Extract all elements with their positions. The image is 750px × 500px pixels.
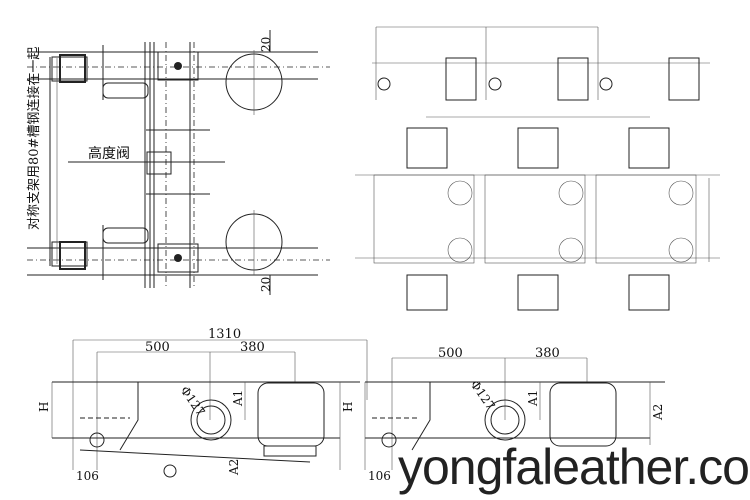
note-vertical-text: 对称支架用80#槽钢连接在一起 bbox=[26, 47, 42, 230]
a1-label-right: A1 bbox=[526, 390, 540, 407]
side-view-right bbox=[364, 357, 665, 470]
a2-label-left: A2 bbox=[227, 459, 241, 476]
diameter-right: Φ127 bbox=[468, 378, 498, 413]
dim-106-right: 106 bbox=[368, 469, 391, 483]
a2-label-right: A2 bbox=[651, 404, 665, 421]
h-label-left: H bbox=[37, 402, 51, 412]
dim-500-right: 500 bbox=[438, 346, 463, 361]
plan-view-single-axle bbox=[27, 30, 330, 295]
dim-380-left: 380 bbox=[240, 340, 265, 355]
dim-1310: 1310 bbox=[208, 327, 241, 342]
dim-bottom-20: 20 bbox=[259, 277, 273, 292]
h-label-right: H bbox=[341, 402, 355, 412]
tri-axle-drawing bbox=[355, 26, 720, 311]
dim-top-20: 20 bbox=[259, 37, 273, 52]
a1-label-left: A1 bbox=[231, 390, 245, 407]
watermark-text: yongfaleather.co bbox=[398, 439, 750, 495]
dim-106-left: 106 bbox=[76, 469, 99, 483]
side-view-left bbox=[51, 339, 368, 478]
dim-380-right: 380 bbox=[535, 346, 560, 361]
valve-label: 高度阀 bbox=[88, 145, 130, 162]
dim-500-left: 500 bbox=[145, 340, 170, 355]
